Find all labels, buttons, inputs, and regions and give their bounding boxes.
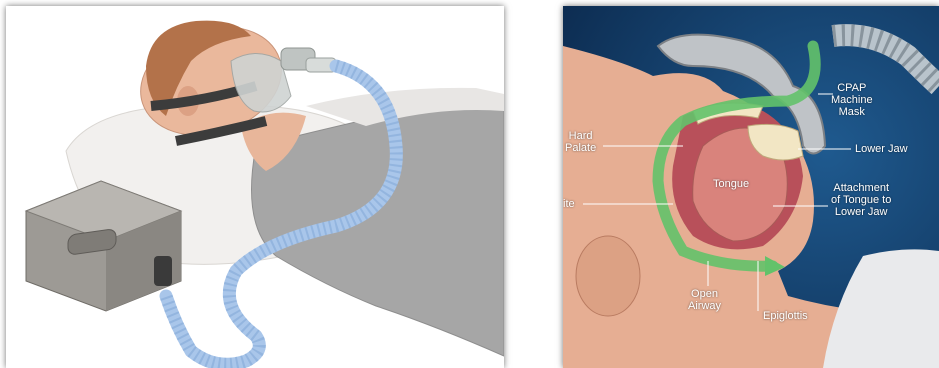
label-lower-jaw: Lower Jaw [855, 143, 908, 155]
label-soft-palate-partial: ite [563, 198, 575, 210]
cpap-patient-illustration [6, 6, 504, 368]
label-epiglottis: Epiglottis [763, 310, 808, 322]
label-tongue: Tongue [713, 178, 749, 190]
cpap-patient-drawing [6, 6, 504, 368]
machine-hose-port [154, 256, 172, 286]
ear [576, 236, 640, 316]
